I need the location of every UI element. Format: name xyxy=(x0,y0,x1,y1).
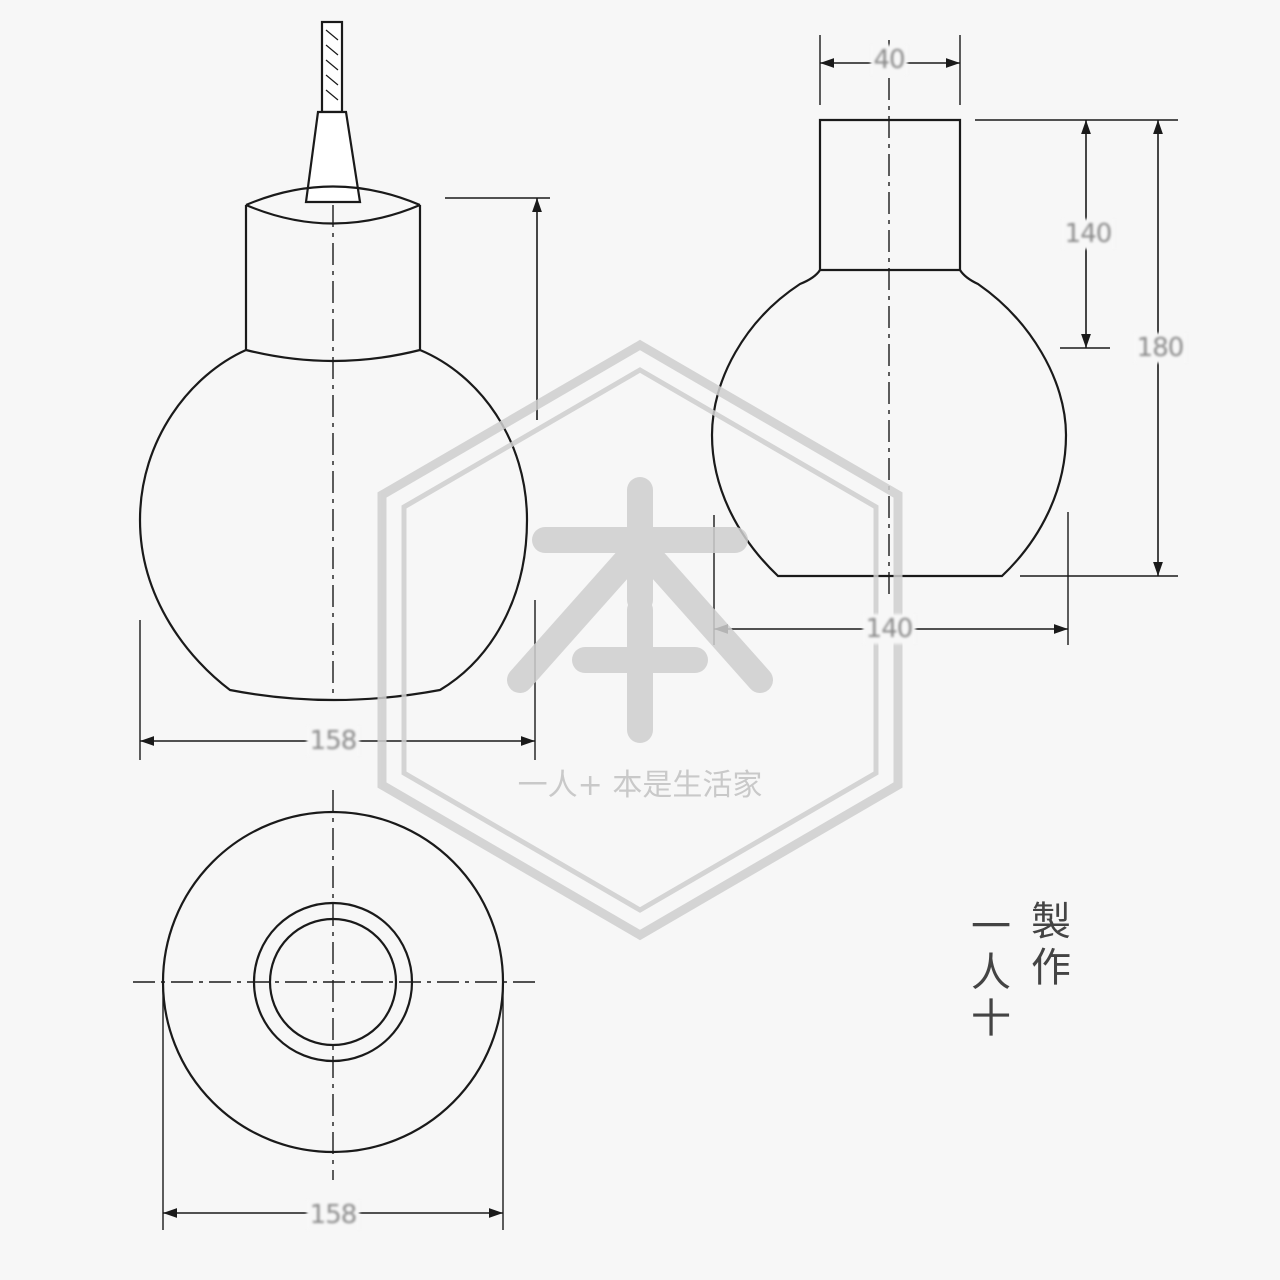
signature-author: 一人十 xyxy=(964,905,1010,1043)
dim-bottom-diameter: 158 xyxy=(306,1200,360,1230)
watermark-logo xyxy=(377,339,903,941)
signature-made: 製作 xyxy=(1024,900,1070,992)
bottom-view xyxy=(133,790,540,1230)
dim-neck-width: 40 xyxy=(870,45,908,75)
dim-neck-height: 140 xyxy=(1061,219,1115,249)
bulb-shade xyxy=(138,348,529,702)
cord-grip xyxy=(304,110,362,204)
front-view xyxy=(138,20,550,760)
side-shade xyxy=(710,269,1068,578)
dim-front-width: 158 xyxy=(306,726,360,756)
side-view xyxy=(710,35,1178,645)
dim-side-width: 140 xyxy=(862,614,916,644)
watermark-caption: 一人+ 本是生活家 xyxy=(517,768,763,803)
dim-total-height: 180 xyxy=(1133,333,1187,363)
